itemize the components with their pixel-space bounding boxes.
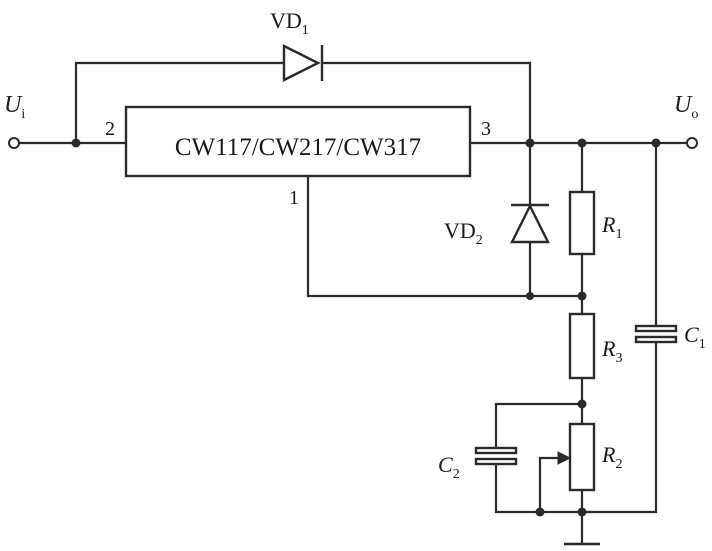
r1-label: R1	[601, 212, 622, 242]
r3-resistor	[568, 312, 596, 380]
c2-top-wire	[494, 402, 584, 450]
pin-1-label: 1	[289, 187, 299, 209]
junction-dots	[71, 138, 661, 517]
c2-bottom-wire	[494, 462, 584, 514]
c1-capacitor	[634, 324, 678, 344]
vd1-left-wire	[74, 61, 286, 145]
r1-resistor	[568, 190, 596, 256]
vd1-label: VD1	[270, 8, 309, 38]
c1-label: C1	[684, 322, 706, 352]
vd1-right-wire	[322, 61, 532, 145]
pin-2-label: 2	[105, 118, 115, 140]
output-terminal	[686, 137, 698, 149]
vd2-label: VD2	[444, 218, 483, 248]
wires	[16, 61, 690, 544]
vd1-diode-symbol	[282, 44, 324, 82]
output-label: Uo	[674, 92, 698, 122]
regulator-ic	[124, 105, 472, 178]
input-terminal	[8, 137, 20, 149]
c2-capacitor	[474, 446, 518, 466]
r2-label: R2	[601, 442, 622, 472]
r3-label: R3	[601, 336, 622, 366]
r2-potentiometer	[568, 422, 596, 492]
ic-label: CW117/CW217/CW317	[175, 134, 421, 161]
pin-3-label: 3	[481, 118, 491, 140]
r2-wiper-wire	[538, 456, 570, 514]
input-label: Ui	[4, 92, 25, 122]
c1-bottom-wire	[580, 340, 658, 514]
r2-wiper-arrow	[557, 451, 572, 465]
vd2-diode-symbol	[510, 203, 550, 244]
c2-label: C2	[438, 452, 460, 482]
